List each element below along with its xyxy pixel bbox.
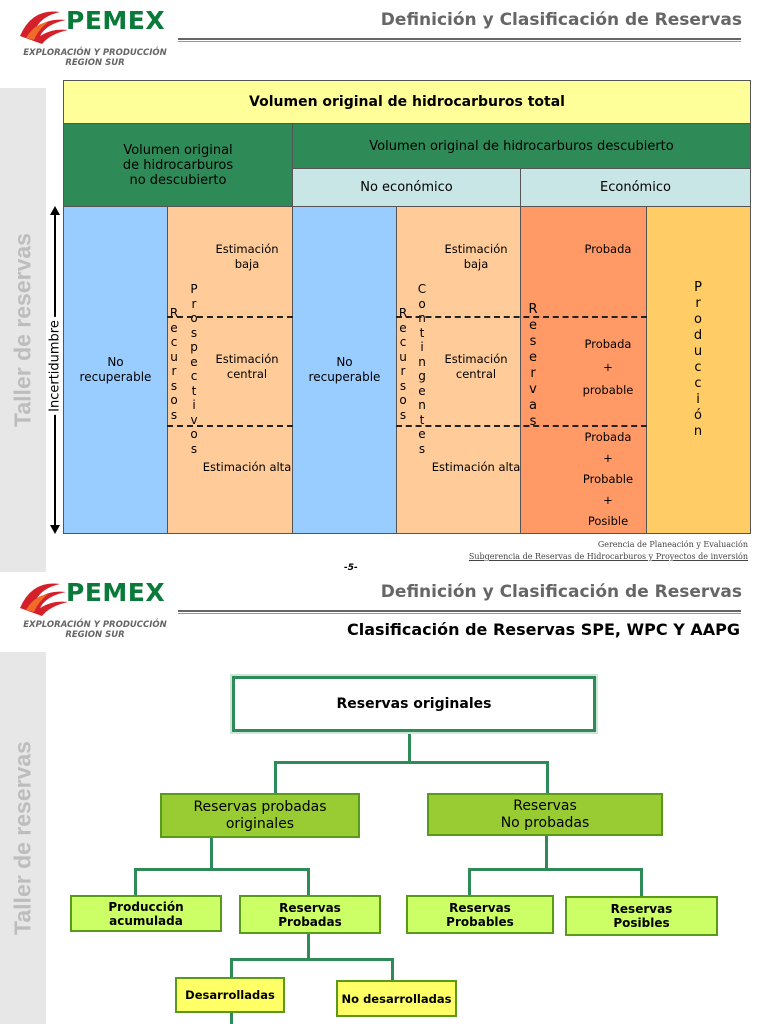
slide-title: Definición y Clasificación de Reservas: [380, 10, 742, 30]
connector: [546, 761, 549, 793]
page-number: -5-: [344, 563, 358, 572]
uncertainty-label: Incertidumbre: [46, 206, 64, 534]
logo-wordmark: PEMEX: [66, 578, 166, 607]
logo-subtitle: EXPLORACIÓN Y PRODUCCIÓN REGION SUR: [23, 620, 167, 640]
dash-line: [167, 316, 293, 318]
side-title: Taller de reservas: [9, 741, 36, 935]
undeveloped-box: No desarrolladas: [336, 980, 457, 1017]
estimate-central-2: Estimación central: [444, 352, 508, 381]
not-proven-box: Reservas No probadas: [427, 793, 663, 836]
connector: [408, 732, 411, 762]
proven-probable-label: Probada + probable: [582, 337, 634, 397]
proven-reserves-box: Reservas Probadas: [239, 895, 381, 934]
no-recoverable-discovered: No recuperable: [292, 206, 397, 534]
discovered-header: Volumen original de hidrocarburos descub…: [292, 123, 751, 169]
header-rule: [178, 610, 741, 614]
connector: [230, 1012, 233, 1024]
connector: [134, 868, 137, 896]
connector: [230, 958, 233, 978]
pemex-logo: [10, 6, 180, 76]
root-box: Reservas originales: [230, 674, 598, 734]
footer-line-2: Subgerencia de Reservas de Hidrocarburos…: [468, 552, 748, 561]
estimate-low-1: Estimación baja: [215, 242, 279, 271]
connector: [640, 868, 643, 896]
pemex-eagle-icon: [20, 11, 68, 44]
header-rule: [178, 38, 741, 42]
footer-line-1: Gerencia de Planeación y Evaluación: [597, 540, 748, 549]
connector: [545, 836, 548, 870]
reservas-letters: R e s e r v a s: [528, 302, 538, 429]
recursos-letters-2: R e c u r s o s: [398, 306, 408, 422]
side-band: [0, 652, 46, 1024]
produccion-letters: P r o d u c c i ó n: [693, 280, 703, 439]
no-economic-header: No económico: [292, 168, 521, 207]
dash-line: [396, 425, 647, 427]
slide-2: PEMEX EXPLORACIÓN Y PRODUCCIÓN REGION SU…: [0, 572, 768, 1024]
developed-box: Desarrolladas: [175, 977, 285, 1013]
contingent-resources-cell: [396, 206, 521, 534]
possible-reserves-box: Reservas Posibles: [565, 896, 718, 936]
proven-original-box: Reservas probadas originales: [160, 793, 360, 838]
cumulative-production-box: Producción acumulada: [70, 895, 222, 932]
proven-probable-possible-label: Probada + Probable + Posible: [582, 430, 634, 528]
proven-label: Probada: [584, 242, 632, 256]
connector: [468, 868, 471, 896]
connector: [307, 868, 310, 896]
no-recoverable-undiscovered: No recuperable: [63, 206, 168, 534]
side-band: [0, 88, 46, 572]
connector: [274, 761, 277, 793]
estimate-low-2: Estimación baja: [444, 242, 508, 271]
connector: [274, 761, 549, 764]
logo-wordmark: PEMEX: [66, 6, 166, 35]
estimate-central-1: Estimación central: [215, 352, 279, 381]
probable-reserves-box: Reservas Probables: [406, 895, 554, 934]
undiscovered-header: Volumen original de hidrocarburos no des…: [63, 123, 293, 207]
connector: [230, 958, 394, 961]
slide-subtitle: Clasificación de Reservas SPE, WPC Y AAP…: [346, 620, 740, 639]
connector: [307, 934, 310, 960]
connector: [391, 958, 394, 980]
total-volume-header: Volumen original de hidrocarburos total: [63, 80, 751, 124]
economic-header: Económico: [520, 168, 751, 207]
estimate-high-1: Estimación alta: [202, 460, 292, 474]
slide-1: PEMEX EXPLORACIÓN Y PRODUCCIÓN REGION SU…: [0, 6, 751, 572]
dash-line: [167, 425, 293, 427]
pemex-logo: [10, 578, 180, 648]
connector: [134, 868, 310, 871]
pemex-eagle-icon: [20, 583, 68, 616]
connector: [468, 868, 643, 871]
contingentes-letters: C o n t i n g e n t e s: [417, 282, 427, 456]
connector: [210, 838, 213, 870]
production-cell: [646, 206, 751, 534]
prospective-resources-cell: [167, 206, 293, 534]
estimate-high-2: Estimación alta: [431, 460, 521, 474]
side-title: Taller de reservas: [9, 233, 36, 427]
recursos-letters: R e c u r s o s: [169, 306, 179, 422]
slide-title: Definición y Clasificación de Reservas: [380, 582, 742, 602]
prospectivos-letters: P r o s p e c t i v o s: [190, 282, 198, 456]
dash-line: [396, 316, 647, 318]
logo-subtitle: EXPLORACIÓN Y PRODUCCIÓN REGION SUR: [23, 48, 167, 68]
